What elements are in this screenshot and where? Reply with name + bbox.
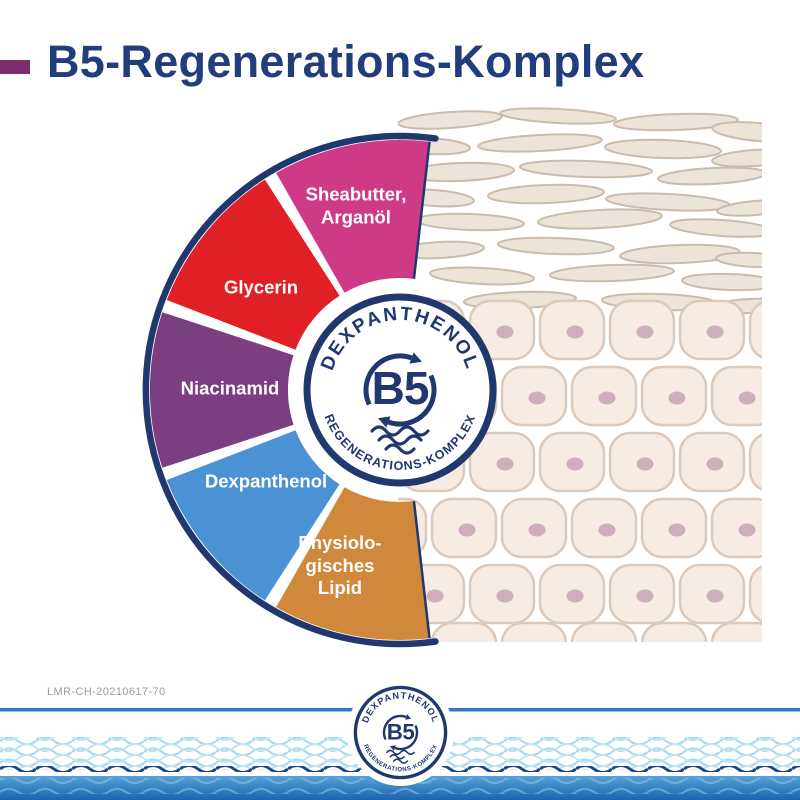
- wave-icon: [377, 434, 423, 446]
- b5-badge-large: DEXPANTHENOL REGENERATIONS-KOMPLEX B5: [303, 293, 497, 487]
- wheel-segment-label: Glycerin: [223, 276, 299, 298]
- skin-flake-layer: [398, 107, 762, 315]
- arrowhead-icon: [378, 416, 391, 428]
- wave-icon: [384, 443, 416, 455]
- wheel-outer-rim: [142, 132, 439, 648]
- cycle-arrow-icon: [382, 714, 407, 740]
- wheel-segment-sheabutter-arganoel: [276, 140, 429, 293]
- wheel-segment-label: Niacinamid: [180, 377, 280, 399]
- title-accent-dash: [0, 60, 30, 74]
- wheel-segment-niacinamid: [149, 312, 294, 468]
- badge-circle: [303, 293, 497, 487]
- wheel-segment-label: Sheabutter, Arganöl: [305, 183, 407, 227]
- wheel-segment-glycerin: [166, 179, 340, 350]
- cycle-arrow-icon: [363, 353, 413, 406]
- skin-illustration: [398, 107, 762, 642]
- wave-highlight: [0, 778, 800, 794]
- cycle-arrow-icon: [394, 725, 419, 751]
- wave-icon: [392, 758, 409, 764]
- b5-badge-small: DEXPANTHENOL REGENERATIONS-KOMPLEX B5: [352, 684, 449, 781]
- arrowhead-icon: [405, 714, 412, 720]
- page-title: B5-Regenerations-Komplex: [47, 36, 645, 87]
- reference-code: LMR-CH-20210617-70: [47, 686, 166, 698]
- badge-b5-text: B5: [372, 362, 429, 414]
- wheel-segment-physiologisches-lipid: [276, 487, 429, 640]
- wave-icon: [389, 754, 405, 760]
- arrowhead-icon: [389, 745, 396, 751]
- cycle-arrow-icon: [387, 374, 437, 427]
- badge-b5-text: B5: [387, 719, 415, 744]
- wheel-segment-dexpanthenol: [166, 430, 340, 601]
- wheel-segment-label: Physiolo- gisches Lipid: [298, 532, 382, 599]
- wave-icon: [386, 749, 415, 756]
- badge-circle: [353, 685, 448, 780]
- arrowhead-icon: [409, 352, 422, 364]
- wheel-segment-label: Dexpanthenol: [204, 470, 328, 492]
- wave-icon: [370, 425, 430, 437]
